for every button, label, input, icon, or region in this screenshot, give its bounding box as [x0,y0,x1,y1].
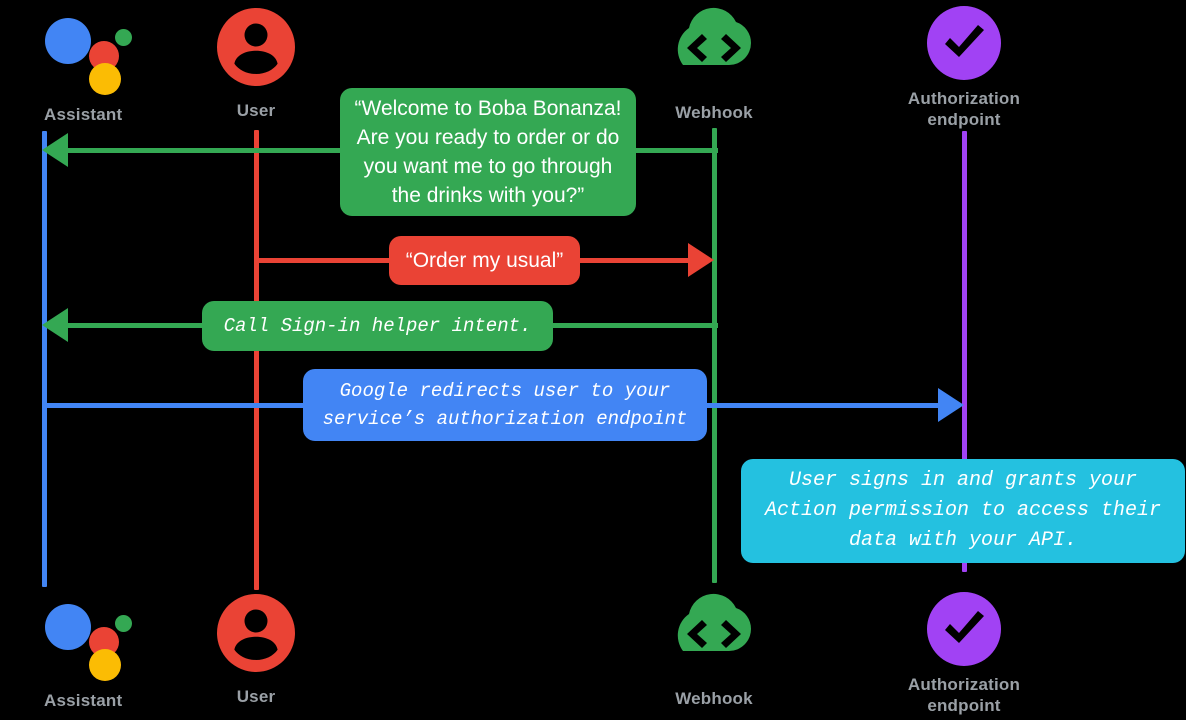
note-line: Action permission to access their [764,499,1162,522]
actor-label-webhook: Webhook [675,689,753,708]
actor-label-user: User [236,687,276,706]
user-avatar-icon [217,594,295,672]
assistant-blue-dot-icon [45,604,91,650]
actor-label-auth-line2: endpoint [927,110,1001,129]
bubble-line: the drinks with you?” [391,184,585,207]
actor-label-auth-line2: endpoint [927,696,1001,715]
actor-label-assistant: Assistant [44,105,123,124]
bubble-line: “Welcome to Boba Bonanza! [354,97,622,120]
assistant-icon-wrap-bottom [0,594,134,681]
bubble-line: Google redirects user to your [339,380,671,402]
webhook-icon-wrap-bottom [624,588,804,680]
message-bubble-order: “Order my usual” [389,236,580,285]
assistant-green-dot-icon [115,615,132,632]
lifeline-webhook [712,128,717,583]
google-assistant-icon [42,8,132,95]
message-bubble-redirect: Google redirects user to your service’s … [303,369,707,441]
assistant-yellow-dot-icon [89,63,121,95]
google-assistant-icon [42,594,132,681]
arrowhead-redirect [938,388,964,422]
user-icon-wrap [166,6,346,90]
bubble-line: service’s authorization endpoint [322,408,688,430]
user-icon-wrap-bottom [166,592,346,676]
assistant-green-dot-icon [115,29,132,46]
note-line: data with your API. [848,529,1078,552]
actor-webhook-bottom[interactable]: Webhook [624,588,804,709]
purple-check-circle-icon [927,592,1001,666]
actor-label-auth-endpoint: Authorization endpoint [874,674,1054,716]
lifeline-user [254,130,259,590]
bubble-line: “Order my usual” [405,249,564,272]
actor-label-user: User [236,101,276,120]
arrowhead-signin-helper [42,308,68,342]
bubble-line: Are you ready to order or do [356,126,620,149]
auth-icon-wrap [874,4,1054,80]
bubble-line: Call Sign-in helper intent. [223,315,532,337]
note-line: User signs in and grants your [788,469,1138,492]
actor-assistant-bottom[interactable]: Assistant [0,594,134,711]
auth-icon-wrap-bottom [874,590,1054,666]
assistant-icon-wrap [0,8,134,95]
bubble-line: you want me to go through [363,155,613,178]
webhook-icon-wrap [624,2,804,94]
assistant-yellow-dot-icon [89,649,121,681]
actor-label-webhook: Webhook [675,103,753,122]
message-bubble-signin-helper: Call Sign-in helper intent. [202,301,553,351]
assistant-blue-dot-icon [45,18,91,64]
purple-check-circle-icon [927,6,1001,80]
actor-label-auth-line1: Authorization [907,675,1021,694]
actor-label-assistant: Assistant [44,691,123,710]
arrowhead-order [688,243,714,277]
actor-label-auth-endpoint: Authorization endpoint [874,88,1054,130]
user-avatar-icon [217,8,295,86]
cloud-code-icon [677,7,752,65]
actor-user-bottom[interactable]: User [166,592,346,707]
message-bubble-welcome: “Welcome to Boba Bonanza! Are you ready … [340,88,636,216]
arrowhead-welcome [42,133,68,167]
lifeline-assistant [42,131,47,587]
actor-assistant-top[interactable]: Assistant [0,8,134,125]
actor-label-auth-line1: Authorization [907,89,1021,108]
actor-user-top[interactable]: User [166,6,346,121]
actor-auth-endpoint-top[interactable]: Authorization endpoint [874,4,1054,130]
actor-auth-endpoint-bottom[interactable]: Authorization endpoint [874,590,1054,716]
actor-webhook-top[interactable]: Webhook [624,2,804,123]
lifeline-auth-endpoint [962,131,967,572]
cloud-code-icon [677,593,752,651]
note-bubble-user-grants-permission: User signs in and grants your Action per… [741,459,1185,563]
